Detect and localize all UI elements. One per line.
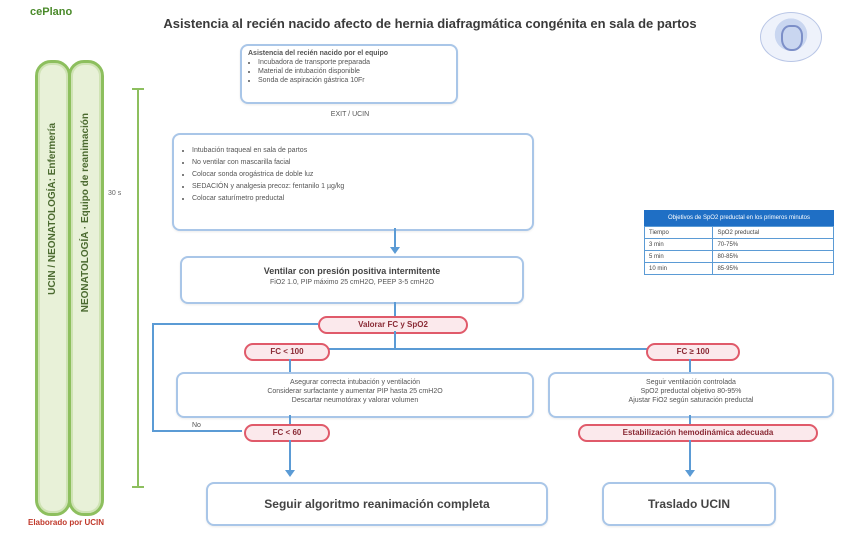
branch-pill-left-2: FC < 60: [244, 424, 330, 442]
left-action-line2: Considerar surfactante y aumentar PIP ha…: [267, 388, 443, 395]
list-item: SEDACIÓN y analgesia precoz: fentanilo 1…: [192, 181, 526, 193]
list-item: Colocar saturímetro preductal: [192, 193, 526, 205]
connector: [289, 359, 291, 373]
timeline-label: 30 s: [108, 190, 122, 197]
stage-caption: EXIT / UCIN: [330, 111, 370, 118]
table-cell: 70-75%: [712, 238, 834, 251]
table-cell: 10 min: [643, 262, 714, 275]
connector: [394, 228, 396, 248]
hospital-logo: cePlano: [30, 6, 73, 18]
loop-line-top: [152, 323, 318, 325]
left-action-line3: Descartar neumotórax y valorar volumen: [291, 397, 419, 404]
pillar-right-label: NEONATOLOGÍA · Equipo de reanimación: [80, 113, 91, 313]
table-col-header: Tiempo: [643, 226, 714, 239]
left-action-line1: Asegurar correcta intubación y ventilaci…: [290, 379, 420, 386]
preparation-list: Incubadora de transporte preparada Mater…: [242, 58, 456, 85]
table-row: 5 min 80-85%: [643, 250, 834, 263]
pillar-left: UCIN / NEONATOLOGÍA: Enfermería: [35, 60, 71, 516]
timeline-tick-top: [132, 88, 144, 90]
table-row: Tiempo SpO2 preductal: [643, 226, 834, 239]
branch-line: [286, 348, 696, 350]
connector: [689, 440, 691, 470]
ventilation-title: Ventilar con presión positiva intermiten…: [263, 266, 441, 276]
pillar-right: NEONATOLOGÍA · Equipo de reanimación: [68, 60, 104, 516]
table-row: 10 min 85-95%: [643, 262, 834, 275]
initial-steps-list: Intubación traqueal en sala de partos No…: [174, 135, 532, 205]
connector: [394, 331, 396, 348]
ventilation-subtitle: FiO2 1.0, PIP máximo 25 cmH2O, PEEP 3-5 …: [270, 279, 434, 286]
arrow-down-icon: [685, 470, 695, 477]
timeline-line: [137, 88, 139, 488]
timeline-tick-bottom: [132, 486, 144, 488]
left-action-box: Asegurar correcta intubación y ventilaci…: [176, 372, 534, 418]
connector: [289, 415, 291, 425]
right-action-line2: SpO2 preductal objetivo 80-95%: [640, 388, 742, 395]
initial-steps-box: Intubación traqueal en sala de partos No…: [172, 133, 534, 231]
page-title: Asistencia al recién nacido afecto de he…: [163, 16, 697, 31]
ventilation-box: Ventilar con presión positiva intermiten…: [180, 256, 524, 304]
connector: [689, 415, 691, 425]
preparation-box: Asistencia del recién nacido por el equi…: [240, 44, 458, 104]
preparation-header: Asistencia del recién nacido por el equi…: [248, 50, 389, 57]
loop-line: [152, 323, 154, 431]
branch-pill-right: FC ≥ 100: [646, 343, 740, 361]
connector: [289, 440, 291, 470]
pillar-left-label: UCIN / NEONATOLOGÍA: Enfermería: [47, 123, 58, 295]
list-item: Colocar sonda orogástrica de doble luz: [192, 169, 526, 181]
connector: [689, 359, 691, 373]
right-action-box: Seguir ventilación controlada SpO2 predu…: [548, 372, 834, 418]
list-item: Incubadora de transporte preparada: [258, 58, 456, 67]
right-action-line1: Seguir ventilación controlada: [646, 379, 736, 386]
table-row: 3 min 70-75%: [643, 238, 834, 251]
final-transfer-box: Traslado UCIN: [602, 482, 776, 526]
branch-pill-left: FC < 100: [244, 343, 330, 361]
right-action-line3: Ajustar FiO2 según saturación preductal: [628, 397, 754, 404]
assess-pill: Valorar FC y SpO2: [318, 316, 468, 334]
loop-label: No: [192, 422, 201, 429]
table-cell: 3 min: [643, 238, 714, 251]
final-resuscitation-box: Seguir algoritmo reanimación completa: [206, 482, 548, 526]
table-cell: 80-85%: [712, 250, 834, 263]
list-item: Intubación traqueal en sala de partos: [192, 145, 526, 157]
arrow-down-icon: [390, 247, 400, 254]
list-item: Sonda de aspiración gástrica 10Fr: [258, 76, 456, 85]
table-col-header: SpO2 preductal: [712, 226, 834, 239]
connector: [394, 302, 396, 316]
table-cell: 85-95%: [712, 262, 834, 275]
spo2-table: Objetivos de SpO2 preductal en los prime…: [643, 210, 834, 275]
list-item: Material de intubación disponible: [258, 67, 456, 76]
footer-note: Elaborado por UCIN: [28, 518, 105, 527]
table-cell: 5 min: [643, 250, 714, 263]
list-item: No ventilar con mascarilla facial: [192, 157, 526, 169]
arrow-down-icon: [285, 470, 295, 477]
loop-line-bottom: [152, 430, 242, 432]
branch-pill-right-2: Estabilización hemodinámica adecuada: [578, 424, 818, 442]
society-emblem-icon: [760, 12, 822, 62]
table-header: Objetivos de SpO2 preductal en los prime…: [644, 210, 834, 226]
